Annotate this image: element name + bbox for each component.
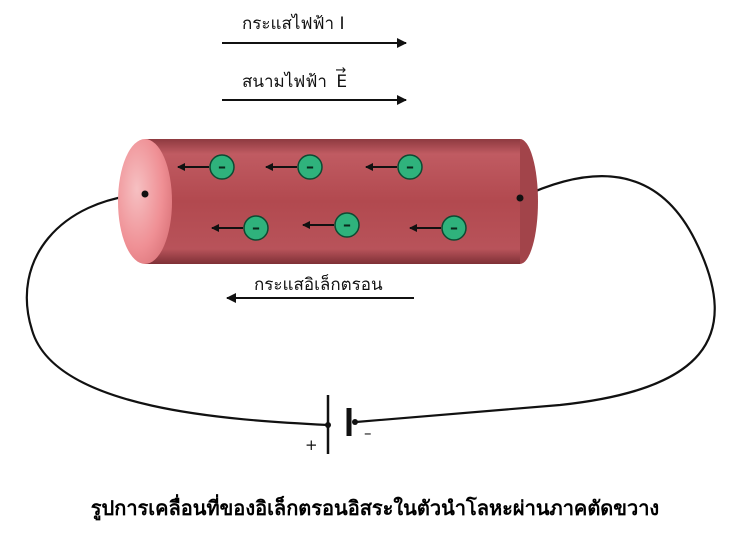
- wire-contact-right: [516, 194, 524, 202]
- circuit-wire-right: [355, 175, 716, 424]
- electron: –: [302, 212, 360, 238]
- electron-sign: –: [252, 218, 260, 237]
- battery-plus-sign: +: [305, 436, 318, 454]
- circuit-wire: [25, 192, 329, 427]
- field-symbol: → E: [335, 63, 348, 92]
- electron-circle: [297, 154, 323, 180]
- current-label: กระแสไฟฟ้า I: [242, 14, 345, 34]
- battery: [325, 395, 358, 454]
- electron-circle: [441, 215, 467, 241]
- electron-sign: –: [450, 218, 458, 237]
- electron-layer: – – – – – –: [177, 154, 467, 241]
- electron: –: [211, 215, 269, 241]
- electron-circle: [397, 154, 423, 180]
- electron-current-label: กระแสอิเล็กตรอน: [254, 275, 383, 295]
- field-vector-arrow-icon: →: [335, 63, 347, 78]
- electron-sign: –: [306, 157, 314, 176]
- electron-circle: [334, 212, 360, 238]
- electron: –: [177, 154, 235, 180]
- electron: –: [409, 215, 467, 241]
- metal-conductor: [118, 139, 538, 264]
- field-label: สนามไฟฟ้า → E: [242, 63, 348, 95]
- wire-contact-left: [141, 190, 149, 198]
- electron-circle: [209, 154, 235, 180]
- field-label-text: สนามไฟฟ้า: [242, 72, 327, 92]
- electron-sign: –: [218, 157, 226, 176]
- figure-caption: รูปการเคลื่อนที่ของอิเล็กตรอนอิสระในตัวน…: [90, 496, 660, 520]
- electron: –: [365, 154, 423, 180]
- electron-sign: –: [343, 215, 351, 234]
- electron-circle: [243, 215, 269, 241]
- battery-minus-sign: –: [364, 424, 372, 442]
- electron-sign: –: [406, 157, 414, 176]
- field-symbol-text: E: [336, 72, 348, 92]
- electron: –: [265, 154, 323, 180]
